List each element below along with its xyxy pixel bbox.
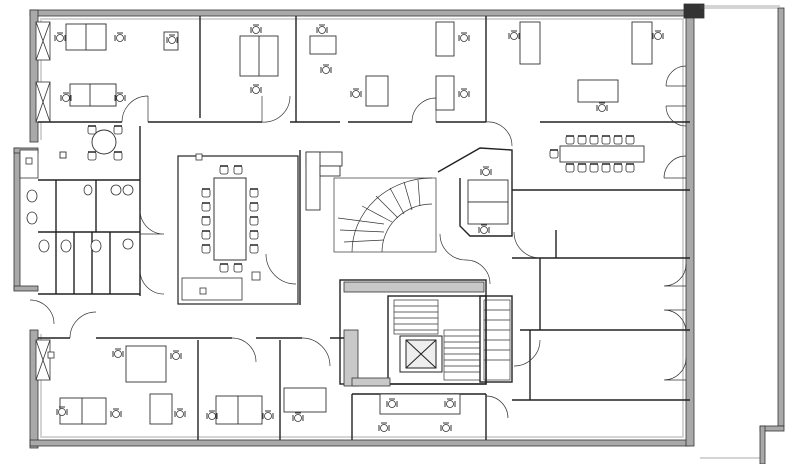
core-stairs bbox=[393, 299, 511, 381]
fixtures-small bbox=[47, 153, 261, 359]
lounge-sofa bbox=[305, 151, 343, 211]
north-workstations bbox=[54, 21, 664, 161]
core-walls bbox=[343, 281, 485, 387]
windows bbox=[40, 5, 780, 459]
spiral-stair bbox=[333, 177, 437, 253]
interior-partitions bbox=[38, 16, 690, 440]
south-workstations bbox=[56, 345, 461, 432]
conference-table bbox=[181, 165, 259, 301]
restroom-fixtures bbox=[19, 149, 134, 253]
reception-desk bbox=[467, 166, 509, 234]
elevator bbox=[399, 335, 443, 373]
doors bbox=[29, 65, 687, 419]
boardroom-table bbox=[549, 135, 645, 173]
structural-columns bbox=[35, 21, 51, 381]
